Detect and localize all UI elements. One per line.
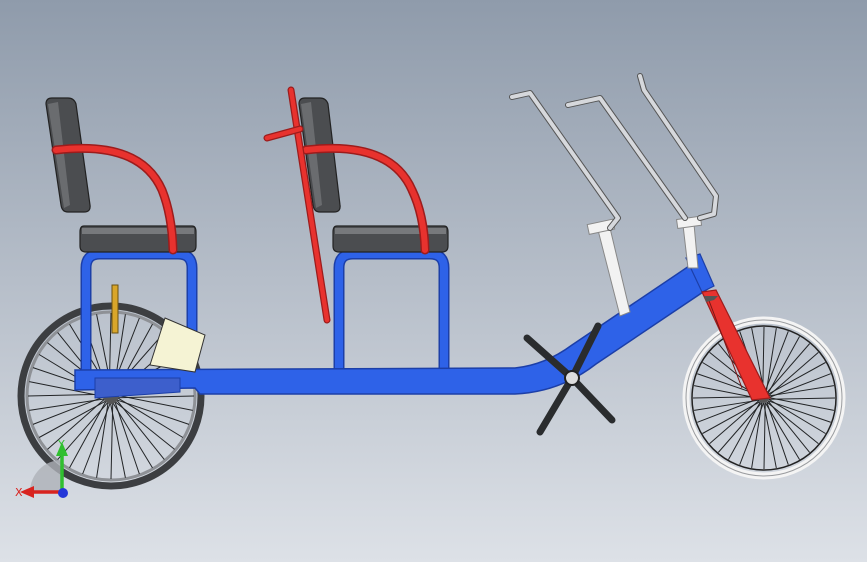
spoke (767, 362, 826, 395)
spoke (29, 381, 105, 398)
spoke (763, 402, 766, 470)
spoke (767, 336, 800, 395)
rear-seat-support[interactable] (80, 248, 198, 378)
handlebar-rear (510, 91, 620, 230)
handlebar-front (638, 74, 718, 220)
spoke (69, 400, 107, 469)
spoke (110, 402, 114, 480)
spoke (114, 401, 175, 450)
spoke (768, 397, 836, 400)
spoke (697, 398, 760, 423)
front-rim (691, 325, 837, 471)
spoke (765, 328, 777, 394)
rear-seat-stay (53, 145, 176, 253)
rear-seat[interactable] (45, 97, 197, 255)
crankset[interactable] (523, 322, 616, 436)
spoke (768, 398, 826, 434)
spoke (768, 351, 819, 397)
spoke (38, 400, 107, 438)
spoke (27, 393, 105, 397)
spoke (763, 402, 777, 469)
front-seat[interactable] (298, 97, 449, 255)
spoke (112, 402, 153, 469)
spoke (116, 399, 190, 425)
crank-spindle (564, 370, 580, 386)
spoke (29, 398, 105, 411)
spoke (766, 401, 789, 465)
triad-y-label: Y (57, 438, 65, 451)
spoke (762, 326, 765, 394)
spoke (728, 401, 761, 460)
spoke (702, 401, 761, 434)
rear-brake-lever (111, 284, 119, 334)
spoke (709, 399, 760, 445)
rear-drive-assembly[interactable] (94, 284, 206, 399)
front-seat-stay (303, 145, 428, 253)
spoke (764, 331, 789, 394)
spoke (767, 400, 811, 453)
spoke (57, 401, 109, 460)
stoker-handlebar[interactable] (263, 86, 331, 324)
rear-derailleur-bracket (149, 317, 206, 373)
spoke (117, 397, 184, 438)
spoke (116, 399, 165, 460)
spoke (114, 401, 140, 475)
spoke (82, 402, 111, 475)
spoke (765, 343, 811, 394)
rear-tire (17, 302, 205, 490)
spoke (751, 402, 763, 468)
spoke (764, 402, 800, 460)
handlebar-middle (566, 96, 687, 220)
spoke (692, 396, 760, 399)
spoke (47, 398, 106, 450)
fork-blade (701, 289, 771, 401)
spoke (717, 402, 763, 453)
silver-handlebars[interactable] (509, 73, 719, 231)
spoke (32, 396, 105, 425)
front-fork[interactable] (701, 289, 771, 401)
front-seat-support[interactable] (333, 248, 450, 374)
spoke (117, 394, 193, 411)
orientation-triad-icon: Y X (15, 438, 68, 499)
spoke (767, 400, 831, 423)
spoke (109, 402, 126, 478)
spoke (694, 399, 760, 411)
spoke (766, 401, 819, 445)
spoke (768, 385, 834, 397)
rear-rim (25, 310, 197, 482)
spoke (739, 402, 764, 465)
rear-dropout (94, 377, 181, 399)
spoke (117, 395, 195, 399)
spoke (96, 402, 109, 478)
spoke (768, 373, 831, 398)
spoke (768, 397, 835, 411)
triad-x-label: X (15, 486, 23, 499)
spoke (693, 385, 760, 399)
